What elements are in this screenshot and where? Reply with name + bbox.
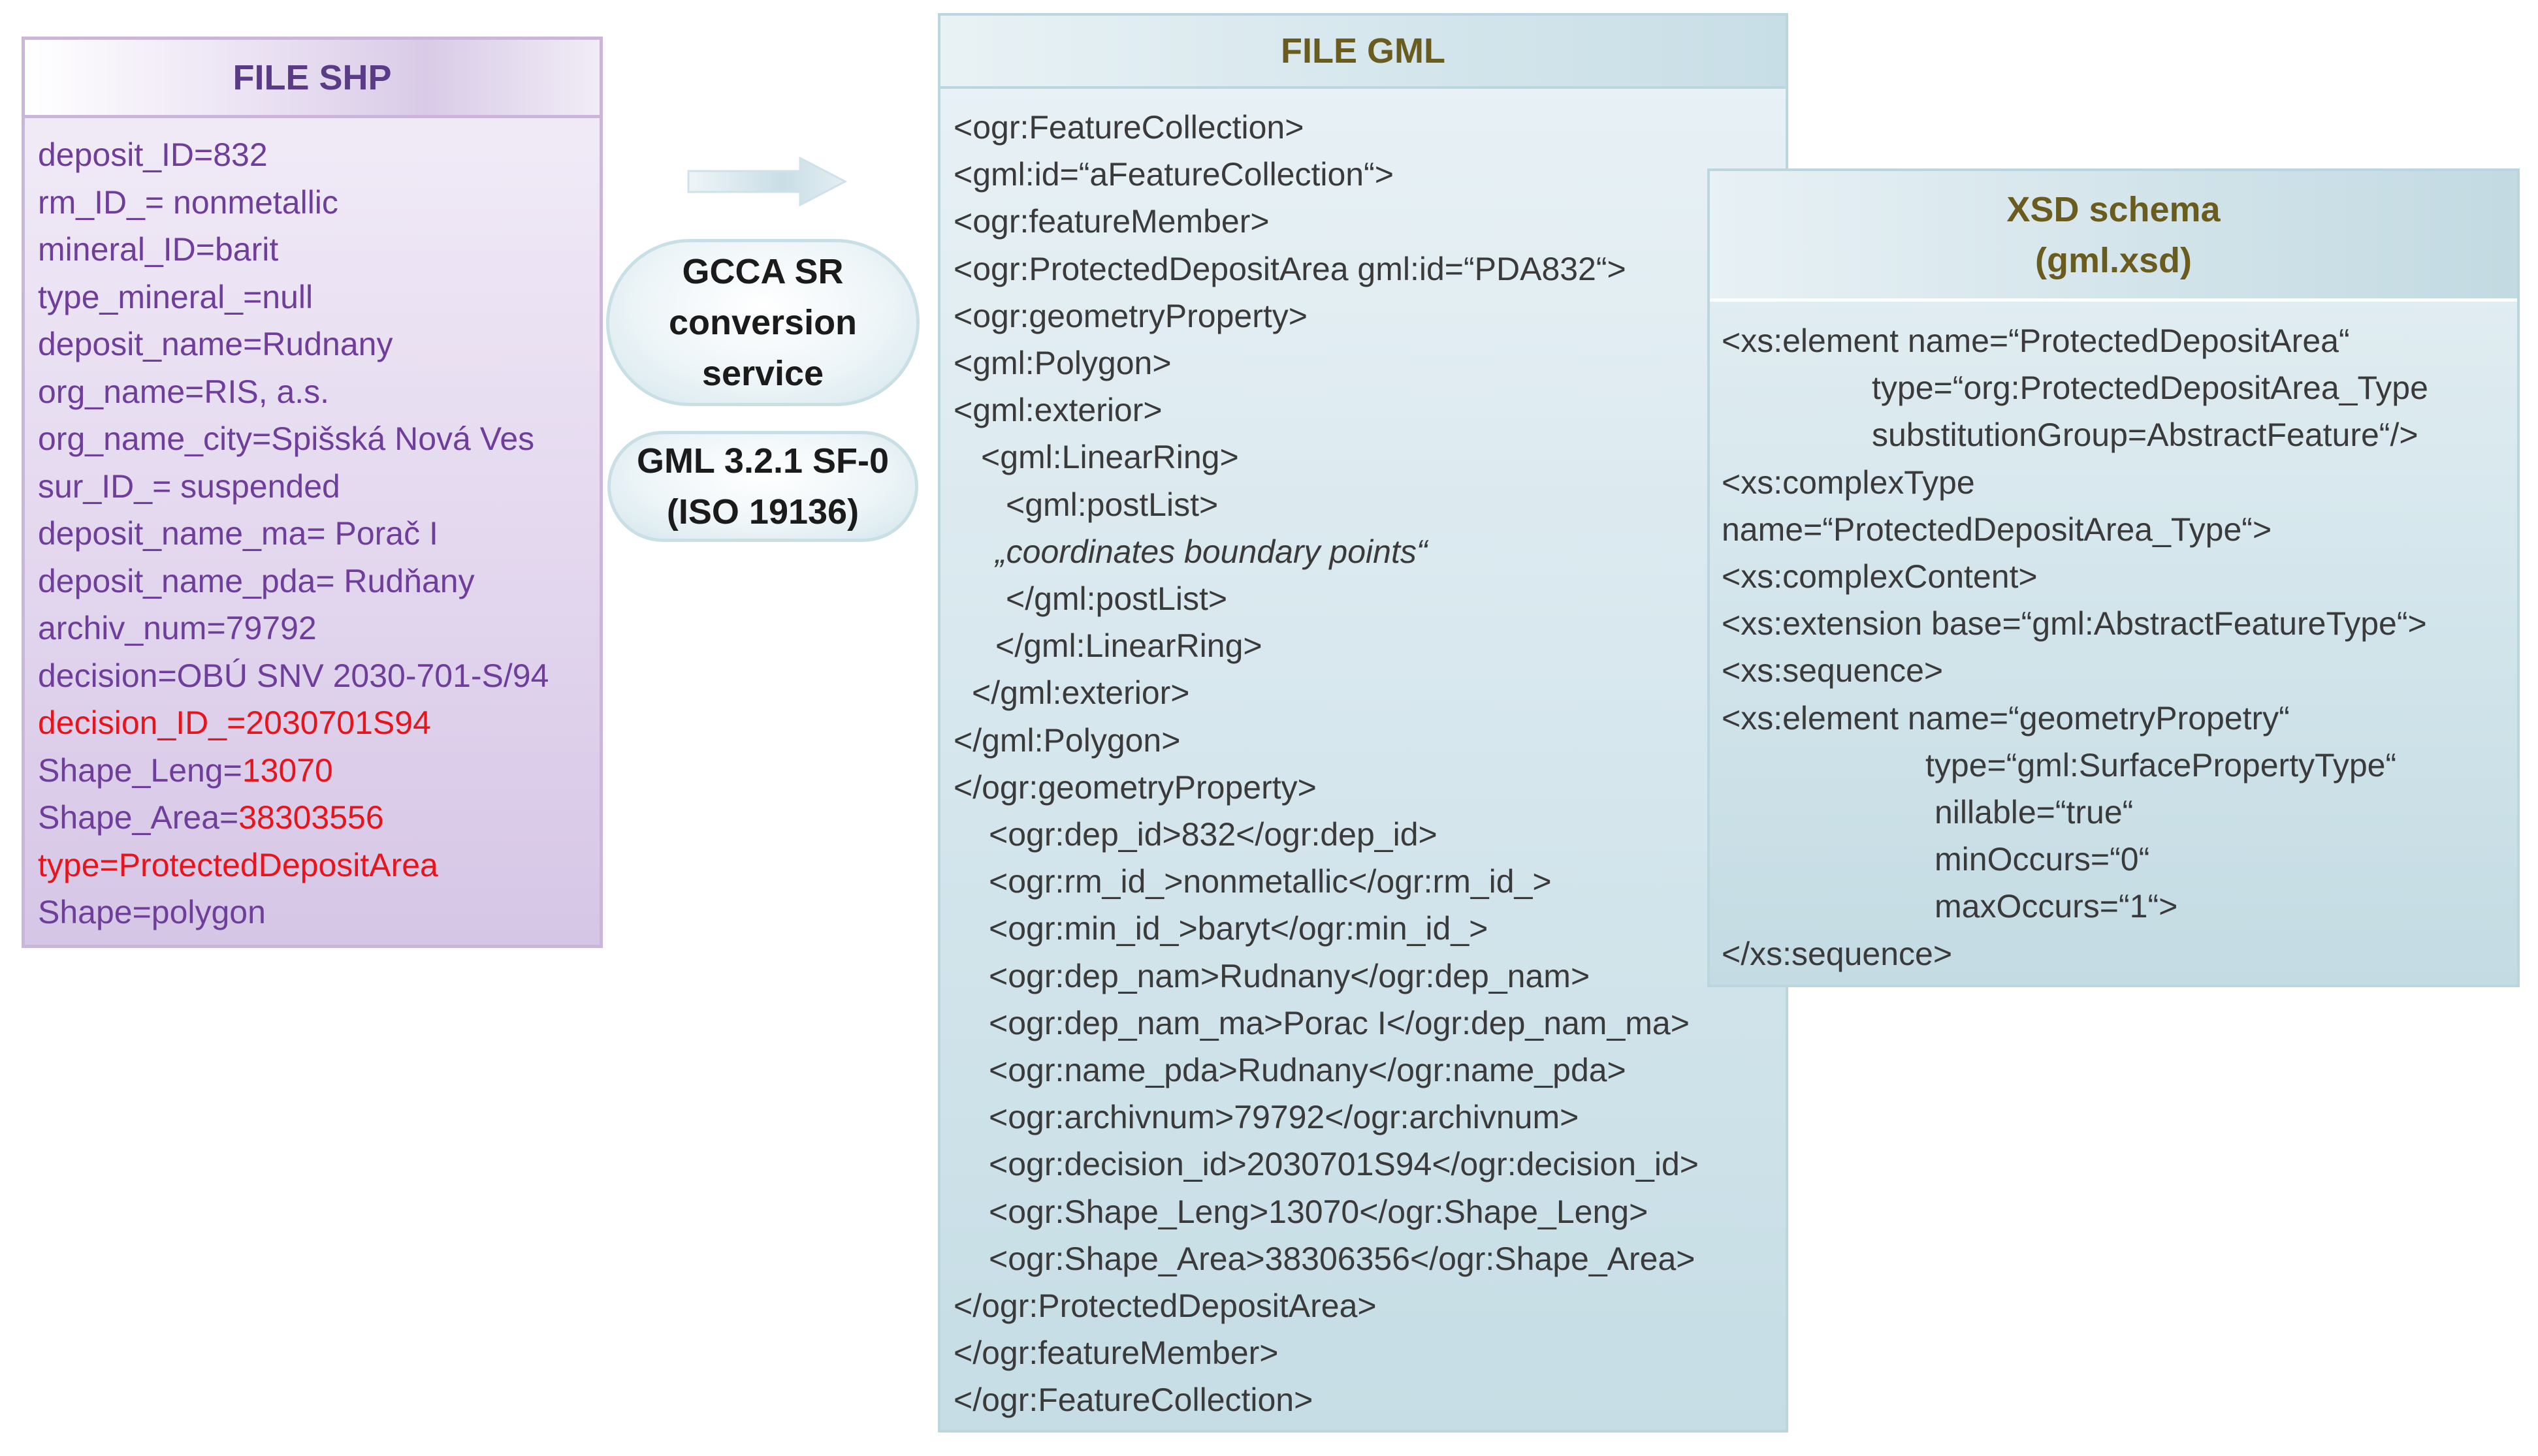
gml-code-line: </gml:Polygon>	[954, 721, 1181, 759]
shp-attribute-text: org_name_city=Spišská Nová Ves	[38, 420, 535, 457]
shp-attribute-text: archiv_num=79792	[38, 610, 317, 646]
gml-code-line: <ogr:Shape_Leng>13070</ogr:Shape_Leng>	[989, 1193, 1648, 1230]
shp-attribute-text: Shape_Leng=	[38, 752, 242, 789]
shp-attribute-text: decision=OBÚ SNV 2030-701-S/94	[38, 657, 549, 694]
gml-code-line: <ogr:ProtectedDepositArea gml:id=“PDA832…	[954, 250, 1626, 287]
gml-code-line: <ogr:dep_nam>Rudnany</ogr:dep_nam>	[989, 957, 1590, 994]
shp-attribute-text: mineral_ID=barit	[38, 231, 279, 268]
xsd-code-line: <xs:extension base=“gml:AbstractFeatureT…	[1722, 605, 2427, 642]
shp-attribute-text: deposit_ID=832	[38, 136, 268, 173]
gml-code-line: <gml:exterior>	[954, 392, 1163, 429]
gml-code-line: „coordinates boundary points“	[995, 533, 1428, 570]
shp-attribute-line: org_name_city=Spišská Nová Ves	[38, 415, 593, 463]
gml-code-line: <ogr:name_pda>Rudnany</ogr:name_pda>	[989, 1052, 1626, 1089]
gml-code-line: <ogr:featureMember>	[954, 203, 1270, 240]
xsd-code-line: <xs:complexContent>	[1722, 558, 2038, 595]
shp-attribute-highlight: type=ProtectedDepositArea	[38, 846, 438, 883]
xsd-code-line: maxOccurs=“1“>	[1935, 888, 2178, 925]
gml-file-title: FILE GML	[1281, 31, 1445, 71]
gml-code-line: <ogr:geometryProperty>	[954, 297, 1308, 334]
shp-file-header: FILE SHP	[25, 40, 600, 118]
gml-code-line: </gml:exterior>	[972, 674, 1190, 712]
gml-code-line: </ogr:ProtectedDepositArea>	[954, 1288, 1377, 1325]
gml-code-line: </ogr:FeatureCollection>	[954, 1382, 1313, 1419]
xsd-code-line: </xs:sequence>	[1722, 935, 1953, 972]
shp-attribute-line: deposit_name_pda= Rudňany	[38, 558, 593, 605]
standard-label-line: GML 3.2.1 SF-0	[636, 441, 890, 481]
gml-code-line: <ogr:FeatureCollection>	[954, 109, 1304, 146]
xsd-code-line: <xs:sequence>	[1722, 652, 1944, 689]
gml-code-line: <gml:LinearRing>	[981, 439, 1239, 476]
xsd-code-line: minOccurs=“0“	[1935, 841, 2150, 878]
xsd-code-line: type=“org:ProtectedDepositArea_Type	[1872, 370, 2428, 407]
shp-attribute-line: type_mineral_=null	[38, 274, 593, 321]
gml-code-listing: <ogr:FeatureCollection> <gml:id=“aFeature…	[954, 104, 1699, 1424]
shp-attribute-line: deposit_name=Rudnany	[38, 321, 593, 368]
gml-code-line: <ogr:dep_nam_ma>Porac I</ogr:dep_nam_ma>	[989, 1004, 1690, 1041]
shp-attribute-text: rm_ID_= nonmetallic	[38, 183, 338, 221]
gml-code-line: <gml:postList>	[1006, 486, 1219, 523]
gml-code-line: </ogr:geometryProperty>	[954, 768, 1317, 806]
conversion-service-node: GCCA SR conversion service	[606, 239, 920, 406]
shp-attribute-text: deposit_name=Rudnany	[38, 326, 393, 362]
shp-attribute-line: deposit_ID=832	[38, 131, 593, 179]
gml-standard-node: GML 3.2.1 SF-0 (ISO 19136)	[607, 431, 918, 542]
shp-attribute-line: decision_ID_=2030701S94	[38, 699, 593, 747]
shp-attribute-text: Shape=polygon	[38, 894, 266, 930]
service-label-line: service	[701, 354, 824, 393]
gml-code-line: <ogr:min_id_>baryt</ogr:min_id_>	[989, 910, 1488, 947]
gml-file-header: FILE GML	[940, 16, 1786, 89]
shp-attribute-line: mineral_ID=barit	[38, 226, 593, 274]
shp-attribute-text: sur_ID_= suspended	[38, 467, 340, 505]
xsd-schema-header: XSD schema (gml.xsd)	[1710, 171, 2517, 302]
shp-attribute-line: deposit_name_ma= Porač I	[38, 510, 593, 558]
gml-code-line: </gml:LinearRing>	[995, 627, 1262, 665]
gml-code-line: <gml:id=“aFeatureCollection“>	[954, 156, 1394, 193]
xsd-code-line: <xs:complexType	[1722, 464, 1975, 501]
shp-attribute-line: sur_ID_= suspended	[38, 463, 593, 511]
shp-attribute-text: Shape_Area=	[38, 799, 239, 836]
shp-attribute-list: deposit_ID=832 rm_ID_= nonmetallic mineral…	[38, 131, 593, 936]
xsd-schema-title: XSD schema	[2006, 189, 2221, 229]
gml-code-line: </ogr:featureMember>	[954, 1335, 1279, 1372]
conversion-arrow-icon	[687, 156, 848, 207]
xsd-code-line: name=“ProtectedDepositArea_Type“>	[1722, 511, 2272, 548]
shp-attribute-highlight: 13070	[242, 752, 333, 789]
shp-attribute-text: type_mineral_=null	[38, 278, 313, 315]
gml-code-line: <ogr:rm_id_>nonmetallic</ogr:rm_id_>	[989, 863, 1552, 900]
xsd-code-listing: <xs:element name=“ProtectedDepositArea“ t…	[1722, 317, 2428, 977]
xsd-code-line: nillable=“true“	[1935, 794, 2134, 831]
shp-attribute-line: org_name=RIS, a.s.	[38, 368, 593, 416]
service-label-line: conversion	[668, 303, 858, 342]
gml-code-line: <ogr:Shape_Area>38306356</ogr:Shape_Area…	[989, 1240, 1695, 1277]
xsd-schema-box: XSD schema (gml.xsd) <xs:element name=“P…	[1707, 168, 2520, 987]
shp-attribute-line: archiv_num=79792	[38, 605, 593, 652]
gml-code-line: <ogr:dep_id>832</ogr:dep_id>	[989, 816, 1438, 853]
xsd-code-line: <xs:element name=“geometryPropetry“	[1722, 699, 2290, 736]
shp-attribute-line: Shape=polygon	[38, 889, 593, 936]
gml-code-line: <ogr:archivnum>79792</ogr:archivnum>	[989, 1099, 1579, 1136]
shp-attribute-line: Shape_Area=38303556	[38, 794, 593, 842]
gml-code-line: <ogr:decision_id>2030701S94</ogr:decisio…	[989, 1146, 1699, 1183]
shp-attribute-highlight: decision_ID_=2030701S94	[38, 704, 431, 741]
shp-attribute-text: org_name=RIS, a.s.	[38, 373, 330, 410]
shp-attribute-line: decision=OBÚ SNV 2030-701-S/94	[38, 652, 593, 700]
standard-label-line: (ISO 19136)	[666, 492, 859, 531]
xsd-code-line: substitutionGroup=AbstractFeature“/>	[1872, 417, 2418, 454]
shp-attribute-highlight: 38303556	[238, 799, 384, 836]
xsd-code-line: <xs:element name=“ProtectedDepositArea“	[1722, 323, 2350, 359]
gml-code-line: </gml:postList>	[1006, 580, 1228, 618]
xsd-code-line: type=“gml:SurfacePropertyType“	[1925, 746, 2397, 783]
shp-attribute-line: Shape_Leng=13070	[38, 747, 593, 795]
gml-file-box: FILE GML <ogr:FeatureCollection> <gml:id=…	[938, 13, 1788, 1432]
gml-code-line: <gml:Polygon>	[954, 345, 1172, 382]
shp-attribute-text: deposit_name_pda= Rudňany	[38, 562, 475, 599]
shp-attribute-line: type=ProtectedDepositArea	[38, 842, 593, 889]
shp-attribute-text: deposit_name_ma= Porač I	[38, 515, 438, 552]
shp-file-title: FILE SHP	[233, 57, 392, 97]
service-label-line: GCCA SR	[682, 252, 844, 291]
shp-file-box: FILE SHP deposit_ID=832 rm_ID_= nonmetall…	[22, 37, 603, 948]
xsd-schema-subtitle: (gml.xsd)	[2034, 240, 2193, 280]
shp-attribute-line: rm_ID_= nonmetallic	[38, 179, 593, 227]
